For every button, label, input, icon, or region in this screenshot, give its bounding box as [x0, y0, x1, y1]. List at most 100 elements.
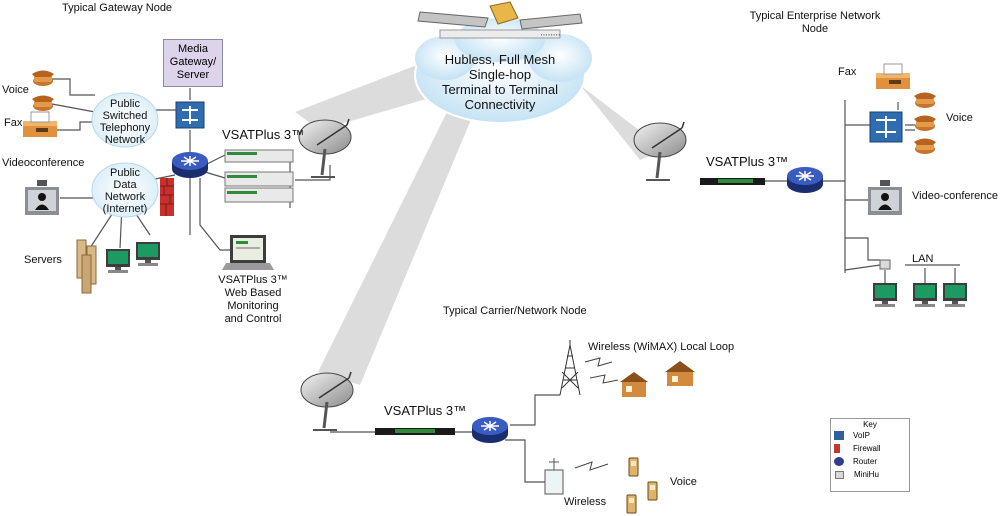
carrier-wireless-label: Wireless [564, 496, 607, 508]
enterprise-video-label: Video-conference [912, 190, 999, 202]
minihub-swatch-icon [835, 470, 844, 479]
media-gateway-line: Media [178, 43, 208, 55]
enterprise-router-icon [786, 166, 824, 194]
media-gateway-line: Gateway/ [169, 56, 217, 68]
legend-label: Firewall [853, 444, 881, 453]
monitoring-line: and Control [224, 313, 282, 325]
enterprise-lines [765, 100, 960, 285]
mesh-cloud-text: Hubless, Full Mesh Single-hop Terminal t… [420, 52, 580, 112]
carrier-vsat-label: VSATPlus 3™ [384, 403, 467, 418]
beam-gateway [295, 60, 440, 130]
enterprise-modem [700, 178, 765, 185]
legend-item: MiniHu [831, 468, 909, 481]
monitoring-label: VSATPlus 3™ Web Based Monitoring and Con… [218, 274, 288, 326]
handset-icon [647, 481, 658, 501]
wireless-base-station-icon [544, 458, 564, 495]
gateway-servers-label: Servers [24, 254, 62, 266]
enterprise-node-title: Typical Enterprise Network Node [735, 10, 895, 36]
gateway-dish-icon [297, 117, 353, 179]
media-gateway-line: Server [176, 69, 210, 81]
legend-label: VoIP [853, 431, 870, 440]
legend-label: Router [853, 457, 878, 466]
monitoring-laptop-icon [222, 235, 274, 270]
voip-switch-icon [175, 101, 205, 129]
carrier-modem [375, 428, 455, 435]
voice-phone-icon [914, 92, 936, 108]
wireless-signal-icon [584, 357, 613, 367]
pdn-label: Public Data Network (Internet) [97, 167, 153, 215]
legend-item: Router [831, 455, 909, 468]
enterprise-voip-switch-icon [869, 111, 903, 143]
svg-text:▪ ▪ ▪ ▪ ▪ ▪ ▪ ▪: ▪ ▪ ▪ ▪ ▪ ▪ ▪ ▪ [541, 32, 561, 37]
gateway-vsat-label: VSATPlus 3™ [222, 127, 305, 142]
legend-item: Firewall [831, 442, 909, 455]
mesh-line2: Single-hop [468, 67, 532, 82]
voice-phone-icon [32, 70, 54, 86]
gateway-modem-stack [224, 149, 294, 203]
enterprise-title-line2: Node [801, 23, 829, 35]
pstn-label: Public Switched Telephony Network [97, 98, 153, 146]
pdn-line: (Internet) [102, 203, 148, 215]
enterprise-fax-icon [875, 63, 911, 90]
pdn-line: Data [113, 179, 137, 191]
pdn-line: Network [104, 191, 146, 203]
pstn-line: Telephony [99, 122, 151, 134]
carrier-dish-icon [299, 370, 355, 432]
firewall-swatch-icon [834, 444, 840, 453]
servers-icon [76, 239, 97, 294]
carrier-node-title: Typical Carrier/Network Node [443, 305, 587, 317]
house-icon [620, 372, 648, 397]
gateway-router-icon [171, 151, 209, 179]
carrier-router-icon [471, 416, 509, 444]
monitoring-line: Monitoring [227, 300, 279, 312]
pstn-cloud [91, 92, 159, 148]
media-gateway-box: Media Gateway/ Server [163, 39, 223, 87]
pdn-cloud [91, 162, 159, 218]
enterprise-voice-label: Voice [946, 112, 973, 124]
legend-title: Key [863, 420, 877, 429]
videoconference-icon [25, 180, 59, 215]
enterprise-fax-label: Fax [838, 66, 857, 78]
monitoring-line: VSATPlus 3™ [218, 274, 288, 286]
gateway-voice-label: Voice [2, 84, 29, 96]
wireless-signal-icon [589, 374, 619, 384]
computer-icon [106, 249, 130, 273]
voice-phone-icon [32, 95, 54, 111]
legend-label: MiniHu [854, 470, 879, 479]
carrier-lines [330, 394, 560, 483]
wireless-signal-icon [574, 461, 609, 471]
monitoring-line: Web Based [224, 287, 282, 299]
computer-icon [913, 283, 937, 307]
beam-carrier [318, 110, 475, 385]
carrier-voice-label: Voice [670, 476, 697, 488]
computer-icon [873, 283, 897, 307]
enterprise-lan-label: LAN [912, 253, 934, 265]
pstn-line: Switched [102, 110, 148, 122]
gateway-node-title: Typical Gateway Node [62, 2, 173, 14]
legend-key: Key VoIP Firewall Router MiniHu [830, 418, 910, 492]
voice-phone-icon [914, 138, 936, 154]
enterprise-title-line1: Typical Enterprise Network [749, 10, 881, 22]
satellite-icon: ▪ ▪ ▪ ▪ ▪ ▪ ▪ ▪ [417, 1, 583, 39]
mesh-line3: Terminal to Terminal [441, 82, 559, 97]
enterprise-videoconference-icon [868, 180, 902, 215]
pstn-line: Public [110, 98, 140, 110]
handset-icon [626, 494, 637, 514]
enterprise-dish-icon [632, 120, 688, 182]
gateway-fax-label: Fax [4, 117, 23, 129]
handset-icon [628, 457, 639, 477]
voice-phone-icon [914, 115, 936, 131]
computer-icon [136, 242, 160, 266]
voip-swatch-icon [834, 431, 844, 440]
router-swatch-icon [834, 457, 844, 466]
pstn-line: Network [104, 134, 146, 146]
minihub-icon [879, 259, 891, 270]
computer-icon [943, 283, 967, 307]
mesh-line4: Connectivity [464, 97, 536, 112]
firewall-icon [160, 178, 174, 216]
house-icon [665, 361, 695, 386]
fax-icon [22, 111, 58, 138]
wimax-label: Wireless (WiMAX) Local Loop [588, 341, 735, 353]
